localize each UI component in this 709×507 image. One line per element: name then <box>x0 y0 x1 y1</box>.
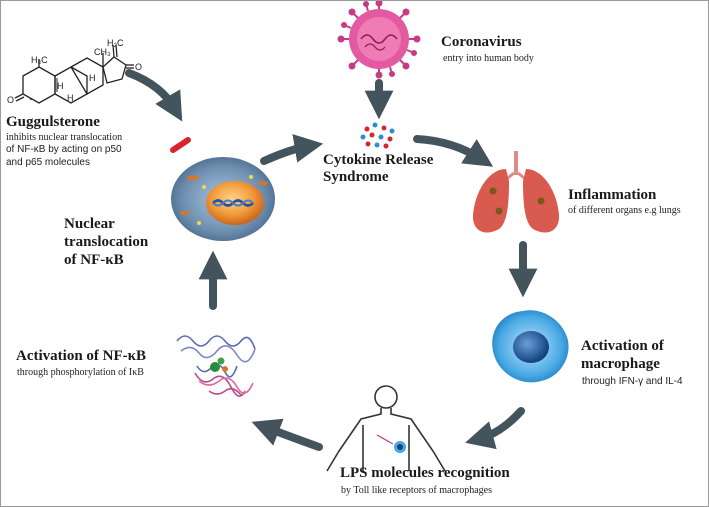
arrow-cytokine-to-lungs <box>413 135 494 167</box>
nfkb-protein-illustration <box>176 335 256 397</box>
nuclear-translocation-line1: Nuclear <box>64 216 115 232</box>
human-body-outline <box>326 385 446 472</box>
macrophage-illustration <box>492 310 569 383</box>
coronavirus-title: Coronavirus <box>441 34 522 50</box>
guggulsterone-structure <box>14 44 134 104</box>
nfkb-activation-subtitle: through phosphorylation of IκB <box>17 367 144 378</box>
structure-labels: H₂C CH₃ O O H₃C H H H <box>7 38 142 105</box>
label-h2c: H₂C <box>107 38 124 48</box>
macrophage-title-line2: macrophage <box>581 356 660 372</box>
arrow-lps-to-nfkb <box>251 418 323 451</box>
inflammation-subtitle: of different organs e.g lungs <box>568 205 681 216</box>
label-o-right: O <box>135 62 142 72</box>
lungs-illustration <box>472 151 560 233</box>
lps-title: LPS molecules recognition <box>340 465 510 481</box>
arrow-macrophage-to-lps <box>465 407 525 450</box>
receptor-macrophage-icon <box>376 434 406 453</box>
macrophage-subtitle: through IFN-γ and IL-4 <box>582 376 683 387</box>
arrow-structure-to-inhibitor <box>125 69 183 122</box>
label-o-left: O <box>7 95 14 105</box>
label-h-a: H <box>57 81 64 91</box>
guggulsterone-desc-line3: and p65 molecules <box>6 157 90 168</box>
inhibition-bar <box>170 137 191 153</box>
arrow-cell-to-cytokine <box>260 134 324 165</box>
lps-subtitle: by Toll like receptors of macrophages <box>341 485 493 496</box>
cytokine-particles <box>360 122 395 149</box>
label-ch3-top: CH₃ <box>94 47 111 57</box>
label-h-c: H <box>67 93 74 103</box>
cell-illustration <box>171 157 275 241</box>
nfkb-activation-title: Activation of NF-κB <box>16 348 146 364</box>
nuclear-translocation-line3: of NF-κB <box>64 252 124 268</box>
cytokine-title-line1: Cytokine Release <box>323 152 434 168</box>
cytokine-title-line2: Syndrome <box>323 169 389 185</box>
inflammation-title: Inflammation <box>568 187 657 203</box>
label-h-b: H <box>89 73 96 83</box>
coronavirus-illustration <box>337 1 421 79</box>
label-h3c: H₃C <box>31 55 48 65</box>
macrophage-title-line1: Activation of <box>581 338 664 354</box>
nuclear-translocation-line2: translocation <box>64 234 149 250</box>
guggulsterone-desc-line1: inhibits nuclear translocation <box>6 132 123 143</box>
guggulsterone-desc-line2: of NF-κB by acting on p50 <box>6 144 122 155</box>
coronavirus-subtitle: entry into human body <box>443 53 534 64</box>
guggulsterone-title: Guggulsterone <box>6 114 100 130</box>
